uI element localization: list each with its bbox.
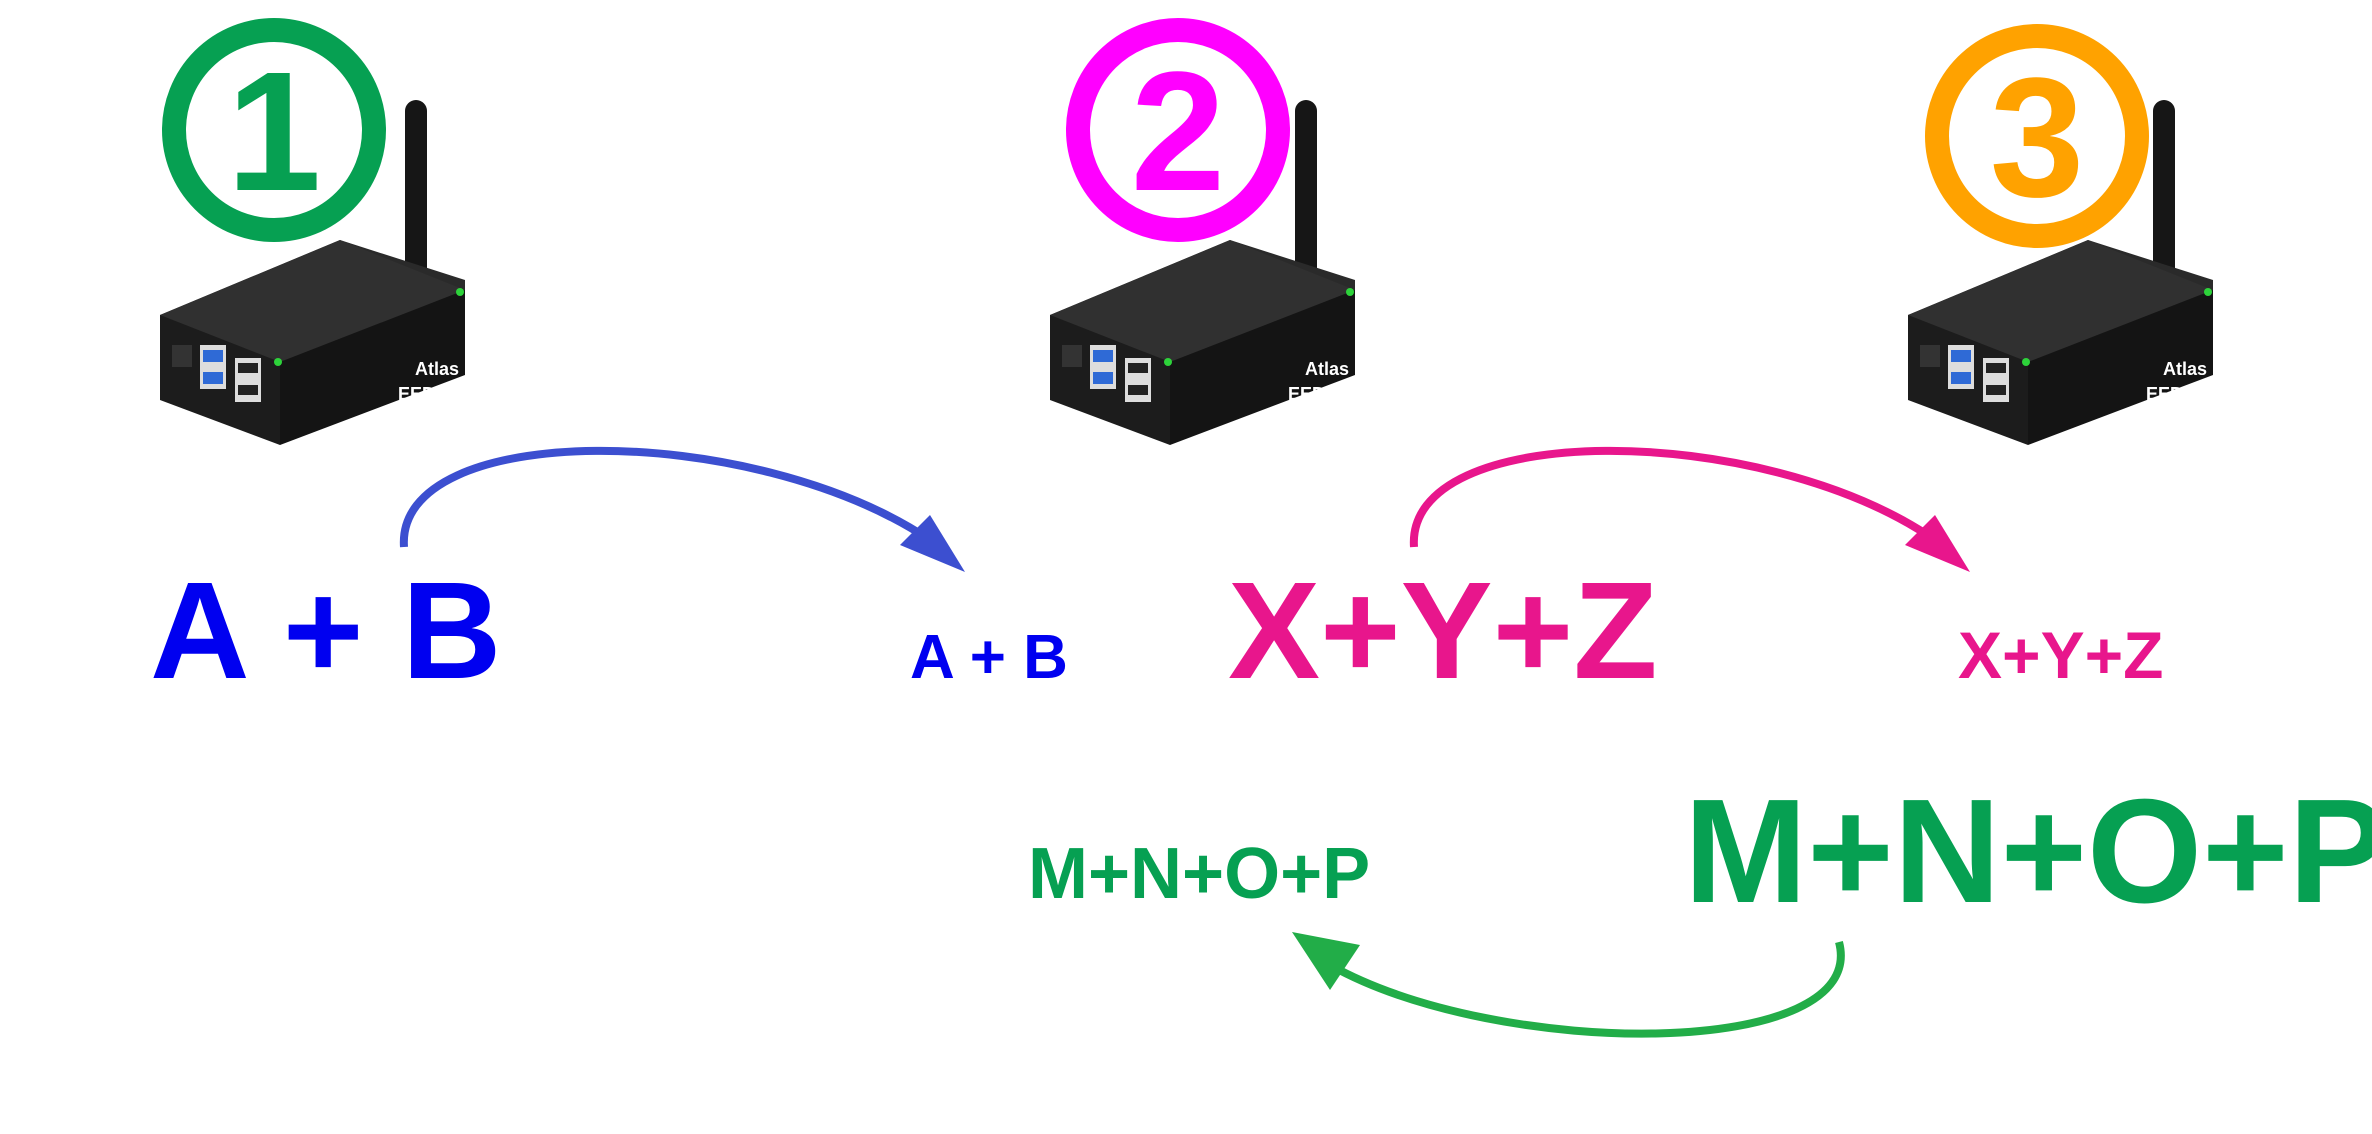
jeedom-atlas-box-2-icon: Atlas EEDOM (1050, 100, 1355, 445)
step-3-number: 3 (1990, 43, 2085, 233)
svg-text:Atlas: Atlas (1305, 359, 1349, 379)
arrow-blue-icon (399, 446, 965, 572)
expression-xyz-large: X+Y+Z (1228, 554, 1658, 708)
expression-mnop-large: M+N+O+P (1684, 769, 2372, 934)
expression-ab-small: A + B (910, 623, 1068, 692)
step-2-number: 2 (1131, 37, 1226, 227)
expression-xyz-small: X+Y+Z (1958, 618, 2163, 692)
svg-text:EEDOM: EEDOM (398, 384, 464, 404)
step-3-circle (1925, 24, 2149, 248)
step-2-circle (1066, 18, 1290, 242)
arrow-pink-icon (1409, 446, 1970, 572)
step-1-circle (162, 18, 386, 242)
step-2: 2 Atlas EEDOM (1050, 18, 1355, 445)
step-1: 1 Atlas EEDOM (160, 18, 465, 445)
jeedom-atlas-box-3-icon: Atlas EEDOM (1908, 100, 2213, 445)
svg-text:Atlas: Atlas (415, 359, 459, 379)
svg-text:EEDOM: EEDOM (1288, 384, 1354, 404)
step-3: 3 Atlas EEDOM (1908, 24, 2213, 445)
step-1-number: 1 (227, 37, 322, 227)
expression-mnop-small: M+N+O+P (1028, 834, 1370, 914)
svg-text:EEDOM: EEDOM (2146, 384, 2212, 404)
expression-ab-large: A + B (150, 554, 501, 708)
arrow-green-icon (1292, 932, 1845, 1038)
svg-text:Atlas: Atlas (2163, 359, 2207, 379)
jeedom-atlas-box-1-icon: Atlas EEDOM (160, 100, 465, 445)
